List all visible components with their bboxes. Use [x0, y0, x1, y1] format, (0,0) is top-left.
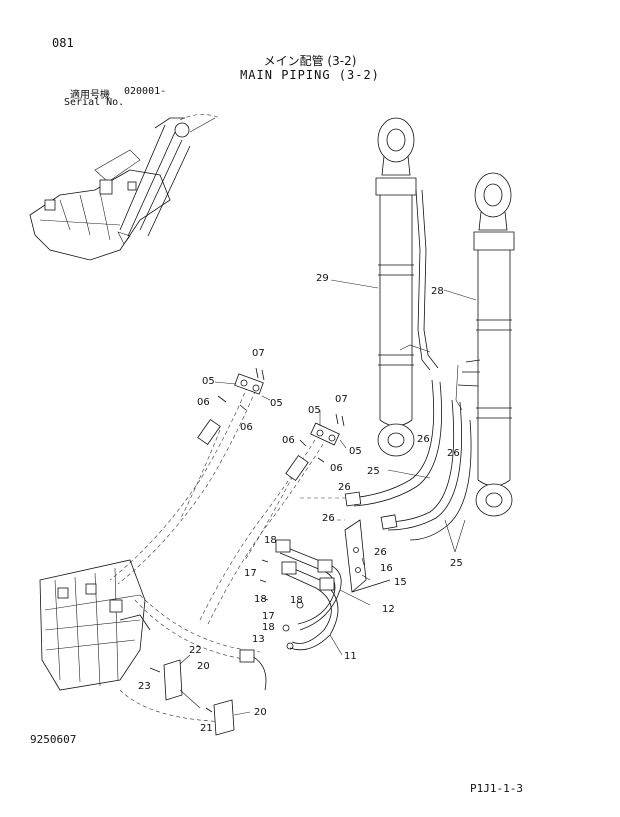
control-valve: [39, 559, 151, 691]
boom-cylinder-left: [375, 117, 439, 457]
callout-29: 29: [316, 273, 329, 284]
callout-25: 25: [367, 466, 380, 477]
drawing-number: 9250607: [30, 733, 77, 746]
callout-18: 18: [262, 622, 275, 633]
dashed-pipe-runs: [109, 379, 345, 723]
callout-13: 13: [252, 634, 265, 645]
machine-overview-inset: [29, 114, 221, 261]
callout-06: 06: [282, 435, 295, 446]
callout-05: 05: [270, 398, 283, 409]
callout-20: 20: [197, 661, 210, 672]
callout-26: 26: [417, 434, 430, 445]
callout-06: 06: [240, 422, 253, 433]
callout-05: 05: [308, 405, 321, 416]
callout-22: 22: [189, 645, 202, 656]
callout-20: 20: [254, 707, 267, 718]
callout-06: 06: [330, 463, 343, 474]
lower-brackets: [149, 649, 267, 736]
callout-18: 18: [254, 594, 267, 605]
callout-18: 18: [264, 535, 277, 546]
callout-11: 11: [344, 651, 357, 662]
callout-23: 23: [138, 681, 151, 692]
callout-26: 26: [338, 482, 351, 493]
callout-05: 05: [349, 446, 362, 457]
page-number: 081: [52, 36, 74, 50]
callout-07: 07: [252, 348, 265, 359]
callout-26: 26: [447, 448, 460, 459]
boom-cylinder-right: [455, 172, 515, 517]
callout-25: 25: [450, 558, 463, 569]
callout-05: 05: [202, 376, 215, 387]
lower-pipe-group: [259, 519, 391, 651]
callout-21: 21: [200, 723, 213, 734]
serial-value: 020001-: [124, 86, 167, 97]
callout-26: 26: [374, 547, 387, 558]
callout-16: 16: [380, 563, 393, 574]
pipe-clamps: [217, 367, 345, 463]
callout-06: 06: [197, 397, 210, 408]
callout-17: 17: [262, 611, 275, 622]
callout-18: 18: [290, 595, 303, 606]
callout-26: 26: [322, 513, 335, 524]
callout-28: 28: [431, 286, 444, 297]
callout-labels: 07 05 05 06 06 07 05 05 06 06 29 28 26 2…: [138, 273, 463, 734]
leader-lines: [179, 279, 477, 716]
callout-15: 15: [394, 577, 407, 588]
callout-07: 07: [335, 394, 348, 405]
callout-12: 12: [382, 604, 395, 615]
callout-17: 17: [244, 568, 257, 579]
serial-label-english: Serial No.: [64, 97, 125, 108]
page-code: P1J1-1-3: [470, 782, 523, 795]
title-english: MAIN PIPING (3-2): [240, 68, 380, 82]
hoses-25: [344, 379, 472, 541]
serial-label-japanese: 適用号機: [70, 90, 110, 101]
title-japanese: メイン配管 (3-2): [263, 54, 357, 68]
